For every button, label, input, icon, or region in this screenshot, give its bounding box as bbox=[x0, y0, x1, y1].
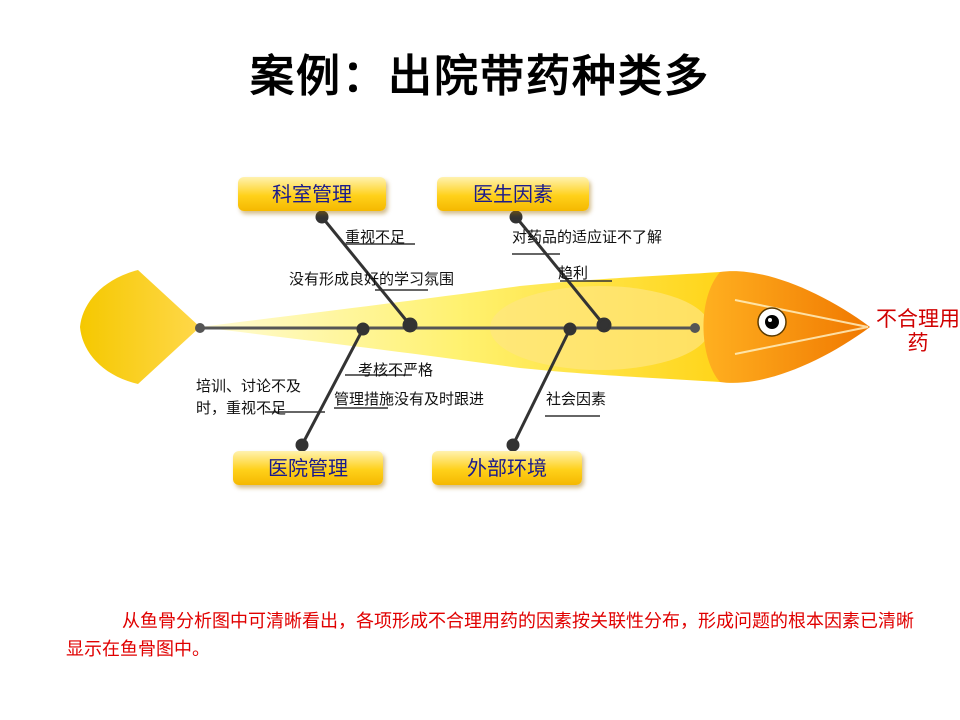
cause-label: 趋利 bbox=[558, 264, 589, 282]
category-box-bottom-left: 医院管理 bbox=[233, 451, 383, 485]
cause-label: 对药品的适应证不了解 bbox=[512, 228, 663, 246]
effect-label: 不合理用药 bbox=[876, 307, 960, 355]
bone-top-left bbox=[320, 216, 412, 326]
fish-head bbox=[703, 271, 870, 383]
cause-label: 社会因素 bbox=[546, 390, 607, 408]
bone-bottom-right bbox=[511, 328, 572, 446]
cause-label: 时，重视不足 bbox=[196, 399, 287, 417]
cause-label: 管理措施没有及时跟进 bbox=[334, 390, 485, 408]
conclusion-text: 从鱼骨分析图中可清晰看出，各项形成不合理用药的因素按关联性分布，形成问题的根本因… bbox=[66, 608, 916, 664]
category-box-top-left: 科室管理 bbox=[238, 177, 386, 211]
category-box-bottom-right: 外部环境 bbox=[432, 451, 582, 485]
category-box-top-right: 医生因素 bbox=[437, 177, 589, 211]
cause-label: 没有形成良好的学习氛围 bbox=[289, 270, 455, 288]
cause-label: 培训、讨论不及 bbox=[196, 377, 302, 395]
bone-bottom-left bbox=[300, 328, 365, 446]
bone-top-right bbox=[514, 216, 606, 326]
cause-label: 考核不严格 bbox=[358, 361, 434, 379]
slide-title: 案例：出院带药种类多 bbox=[250, 51, 710, 102]
conclusion-body: 从鱼骨分析图中可清晰看出，各项形成不合理用药的因素按关联性分布，形成问题的根本因… bbox=[66, 611, 914, 660]
cause-label: 重视不足 bbox=[345, 228, 406, 246]
fish-tail bbox=[80, 270, 200, 384]
